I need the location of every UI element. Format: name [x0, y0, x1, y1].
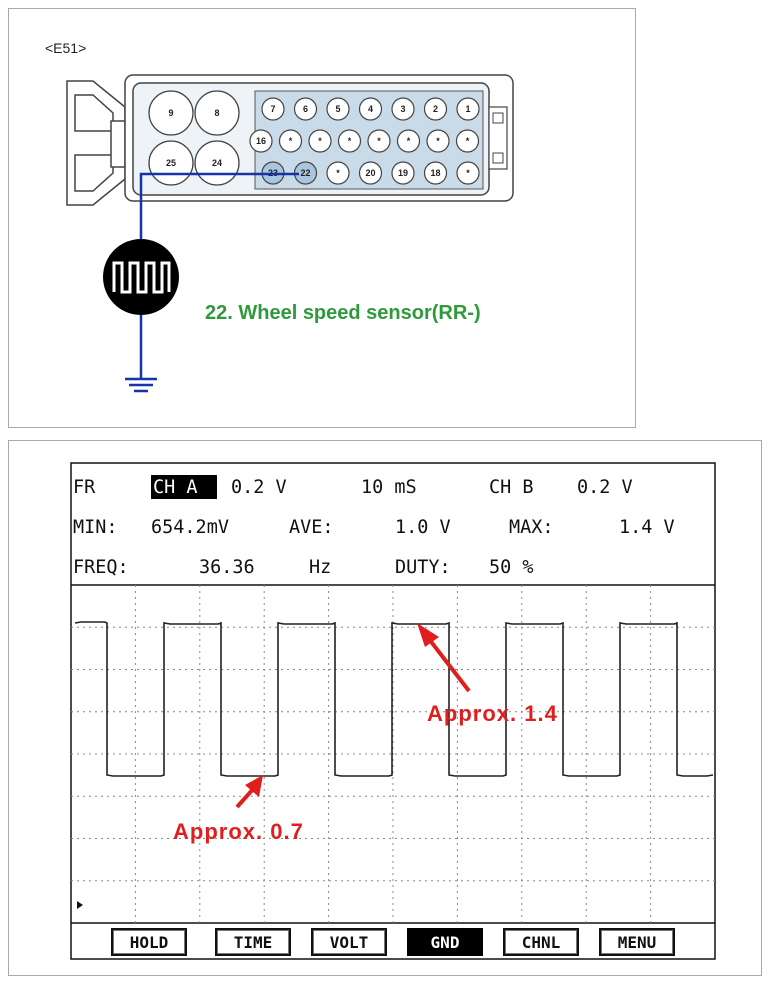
- connector-pin-empty: *: [455, 129, 480, 153]
- ch-a-scale: 0.2 V: [231, 477, 287, 498]
- oscilloscope-screen: FR CH A 0.2 V 10 mS CH B 0.2 V MIN: 654.…: [70, 462, 716, 960]
- low-annotation: Approx. 0.7: [173, 775, 304, 844]
- connector-pin-9: 9: [148, 90, 194, 136]
- connector-pin-empty: *: [326, 161, 350, 185]
- svg-text:6: 6: [303, 104, 308, 114]
- connector-pin-empty: *: [278, 129, 303, 153]
- svg-text:20: 20: [365, 168, 375, 178]
- svg-text:*: *: [377, 136, 381, 146]
- svg-text:5: 5: [335, 104, 340, 114]
- duty-value: 50 %: [489, 557, 534, 578]
- time-scale: 10 mS: [361, 477, 417, 498]
- connector-pin-4: 4: [358, 97, 383, 121]
- svg-text:19: 19: [398, 168, 408, 178]
- svg-text:2: 2: [433, 104, 438, 114]
- svg-text:*: *: [407, 136, 411, 146]
- scope-grid: [71, 585, 715, 923]
- connector-pin-3: 3: [391, 97, 415, 121]
- arrow-up-icon: [245, 775, 263, 797]
- menu-button-menu[interactable]: MENU: [599, 928, 675, 956]
- ch-b-scale: 0.2 V: [577, 477, 633, 498]
- ave-label: AVE:: [289, 517, 334, 538]
- connector-pin-empty: *: [426, 129, 450, 153]
- svg-text:*: *: [336, 168, 340, 178]
- freq-label: FREQ:: [73, 557, 129, 578]
- svg-text:22: 22: [300, 168, 310, 178]
- connector-pin-empty: *: [337, 129, 362, 153]
- connector-pin-5: 5: [326, 97, 350, 121]
- min-value: 654.2mV: [151, 517, 229, 538]
- low-annotation-text: Approx. 0.7: [173, 819, 304, 844]
- duty-label: DUTY:: [395, 557, 451, 578]
- connector-name: <E51>: [45, 40, 86, 56]
- max-value: 1.4 V: [619, 517, 675, 538]
- menu-button-chnl[interactable]: CHNL: [503, 928, 579, 956]
- svg-text:7: 7: [270, 104, 275, 114]
- svg-text:18: 18: [430, 168, 440, 178]
- svg-text:3: 3: [400, 104, 405, 114]
- scope-menu-bar: HOLD TIME VOLT GND CHNL MENU: [71, 923, 715, 959]
- connector-pin-1: 1: [456, 97, 480, 121]
- svg-text:*: *: [289, 136, 293, 146]
- connector-pin-2: 2: [423, 97, 448, 121]
- connector-pin-7: 7: [261, 97, 285, 121]
- svg-text:4: 4: [368, 104, 373, 114]
- svg-text:24: 24: [212, 158, 222, 168]
- menu-button-volt[interactable]: VOLT: [311, 928, 387, 956]
- connector-latch: [66, 80, 126, 206]
- connector-pin-6: 6: [293, 97, 318, 121]
- ground-marker-icon: [77, 901, 83, 909]
- connector-pin-8: 8: [194, 90, 240, 136]
- svg-text:*: *: [348, 136, 352, 146]
- menu-button-hold[interactable]: HOLD: [111, 928, 187, 956]
- connector-pin-empty: *: [396, 129, 421, 153]
- connector-pin-19: 19: [391, 161, 415, 185]
- svg-text:1: 1: [465, 104, 470, 114]
- svg-text:*: *: [466, 136, 470, 146]
- svg-text:8: 8: [214, 108, 219, 118]
- connector-pin-18: 18: [423, 161, 448, 185]
- arrow-up-icon: [417, 623, 439, 647]
- connector-pin-25: 25: [148, 140, 194, 186]
- fr-label: FR: [73, 477, 96, 498]
- wire: [125, 172, 299, 393]
- connector-pin-16: 16: [249, 129, 273, 153]
- high-annotation: Approx. 1.4: [417, 623, 558, 726]
- svg-text:16: 16: [256, 136, 266, 146]
- waveform-trace: [74, 621, 714, 777]
- wheel-speed-sensor-icon: [103, 239, 179, 315]
- min-label: MIN:: [73, 517, 118, 538]
- ch-a-label: CH A: [153, 477, 198, 498]
- freq-unit: Hz: [309, 557, 331, 578]
- freq-value: 36.36: [199, 557, 255, 578]
- oscilloscope-panel: FR CH A 0.2 V 10 mS CH B 0.2 V MIN: 654.…: [8, 440, 762, 976]
- menu-button-gnd[interactable]: GND: [407, 928, 483, 956]
- pin-label: 22. Wheel speed sensor(RR-): [205, 302, 481, 324]
- connector-pin-empty: *: [456, 161, 480, 185]
- svg-text:*: *: [436, 136, 440, 146]
- connector-pin-24: 24: [194, 140, 240, 186]
- svg-text:9: 9: [168, 108, 173, 118]
- connector-pin-20: 20: [358, 161, 383, 185]
- svg-text:*: *: [466, 168, 470, 178]
- connector-pin-empty: *: [308, 129, 332, 153]
- menu-button-time[interactable]: TIME: [215, 928, 291, 956]
- high-annotation-text: Approx. 1.4: [427, 701, 558, 726]
- svg-text:25: 25: [166, 158, 176, 168]
- ch-a-highlight: [151, 475, 217, 499]
- max-label: MAX:: [509, 517, 554, 538]
- ave-value: 1.0 V: [395, 517, 451, 538]
- svg-text:*: *: [318, 136, 322, 146]
- ch-b-label: CH B: [489, 477, 534, 498]
- connector-pin-empty: *: [367, 129, 391, 153]
